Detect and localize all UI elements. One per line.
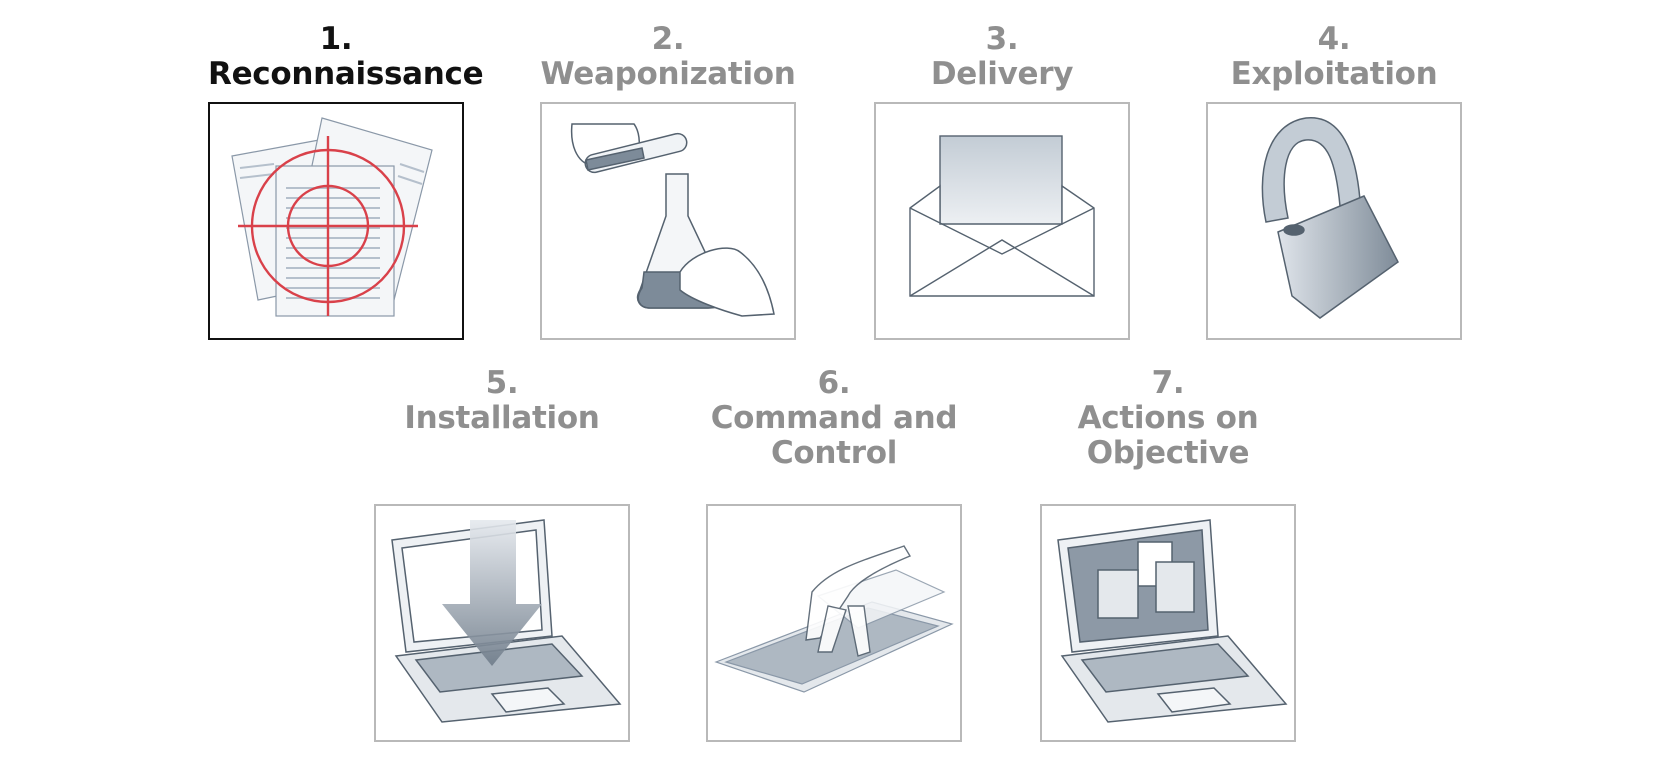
step-label: 7. Actions on Objective [1040, 366, 1296, 471]
step-number: 7. [1151, 365, 1185, 401]
step-name: Delivery [930, 56, 1074, 92]
step-number: 3. [985, 21, 1019, 57]
step-installation: 5. Installation [374, 366, 630, 742]
step-panel [706, 504, 962, 742]
step-reconnaissance: 1. Reconnaissance [208, 21, 484, 340]
step-command-and-control: 6. Command and Control [706, 366, 962, 742]
step-exploitation: 4. Exploitation [1206, 22, 1462, 340]
step-number: 1. [319, 21, 353, 57]
hand-keyboard-icon [714, 545, 954, 693]
step-label: 5. Installation [374, 366, 630, 436]
step-delivery: 3. Delivery [874, 22, 1130, 340]
step-label: 3. Delivery [874, 22, 1130, 92]
step-label: 2. Weaponization [540, 22, 796, 92]
step-name: Weaponization [540, 56, 796, 92]
step-actions-on-objective: 7. Actions on Objective [1040, 366, 1296, 742]
step-panel [874, 102, 1130, 340]
target-documents-icon [231, 117, 433, 317]
step-number: 2. [651, 21, 685, 57]
step-name: Actions on Objective [1077, 400, 1259, 471]
step-name: Reconnaissance [208, 56, 484, 92]
laptop-windows-icon [1057, 519, 1288, 723]
envelope-icon [909, 135, 1095, 297]
step-name: Installation [404, 400, 600, 436]
flask-hands-icon [570, 123, 775, 317]
step-number: 5. [485, 365, 519, 401]
step-panel [1040, 504, 1296, 742]
step-name: Exploitation [1230, 56, 1438, 92]
step-panel [208, 102, 464, 340]
step-weaponization: 2. Weaponization [540, 22, 796, 340]
step-label: 1. Reconnaissance [208, 21, 484, 92]
step-panel [374, 504, 630, 742]
step-number: 4. [1317, 21, 1351, 57]
laptop-download-icon [391, 519, 622, 723]
open-padlock-icon [1261, 117, 1399, 319]
step-number: 6. [817, 365, 851, 401]
step-panel [1206, 102, 1462, 340]
step-panel [540, 102, 796, 340]
step-label: 4. Exploitation [1206, 22, 1462, 92]
step-label: 6. Command and Control [706, 366, 962, 471]
step-name: Command and Control [710, 400, 958, 471]
